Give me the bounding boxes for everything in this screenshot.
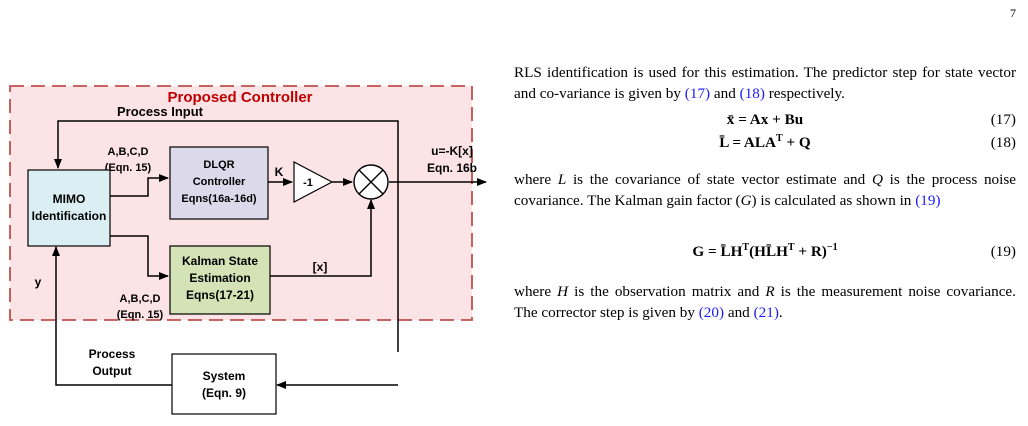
- abcd-bottom-eqn-label: (Eqn. 15): [117, 309, 164, 321]
- equation-19-number: (19): [990, 243, 1016, 260]
- identification-label: Identification: [32, 209, 107, 223]
- paragraph-covariance: where L is the covariance of state vecto…: [514, 169, 1016, 211]
- eq-ref-21[interactable]: (21): [753, 304, 779, 321]
- gain-block: [293, 161, 334, 203]
- kalman-estimation-block: [169, 245, 271, 315]
- equation-19: G = L̄HT(HL̄HT + R)−1 (19): [514, 241, 1016, 263]
- math-symbol: H: [557, 283, 569, 300]
- system-label: System: [203, 369, 246, 383]
- proposed-controller-title: Proposed Controller: [167, 89, 312, 106]
- state-estimate-wire: [270, 199, 375, 277]
- k-label: K: [275, 165, 284, 179]
- dlqr-controller-label: Controller: [193, 176, 246, 188]
- process-input-wire: [54, 120, 399, 352]
- equation-superscript: T: [742, 242, 750, 253]
- abcd-to-dlqr-wire: [110, 174, 169, 197]
- abcd-top-label: A,B,C,D: [108, 146, 149, 158]
- math-symbol: L: [557, 171, 567, 188]
- state-estimate-label: [x]: [313, 260, 328, 274]
- paragraph-text: is the measurement noise covariance. The…: [514, 283, 1016, 321]
- y-label: y: [35, 275, 42, 289]
- text-column: RLS identification is used for this esti…: [514, 62, 1016, 323]
- dlqr-label: DLQR: [203, 159, 234, 171]
- equation-text: + Q: [782, 134, 811, 151]
- process-output-label-2: Output: [92, 364, 131, 378]
- paragraph-text: RLS identification is used for this esti…: [514, 64, 1016, 102]
- summing-junction-cross: [358, 169, 384, 195]
- paragraph-text: .: [778, 304, 783, 321]
- paragraph-text: is the process noise covariance. The Kal…: [514, 171, 1016, 209]
- paragraph-text: where: [514, 283, 558, 300]
- paragraph-text: respectively.: [764, 85, 845, 102]
- control-law-eqn-label: Eqn. 16b: [427, 161, 477, 175]
- equation-18: L̄ = ALAT + Q (18): [514, 132, 1016, 154]
- eq-ref-19[interactable]: (19): [915, 192, 941, 209]
- mimo-label: MIMO: [53, 192, 86, 206]
- equation-text: (HL̄H: [749, 243, 788, 260]
- equation-superscript: T: [787, 242, 795, 253]
- paragraph-predictor: RLS identification is used for this esti…: [514, 62, 1016, 104]
- math-symbol: R: [765, 283, 775, 300]
- equation-superscript: −1: [826, 242, 838, 253]
- math-symbol: G: [740, 192, 752, 209]
- math-symbol: Q: [871, 171, 883, 188]
- mimo-identification-block: [27, 169, 111, 247]
- page-number: 7: [1010, 6, 1016, 20]
- controller-block-diagram: Proposed Controller Process Input A,B,C,…: [9, 85, 487, 415]
- abcd-bottom-label: A,B,C,D: [120, 293, 161, 305]
- equation-text: G = L̄H: [692, 243, 743, 260]
- dlqr-eqns-label: Eqns(16a-16d): [181, 193, 257, 205]
- equation-17: x̄ = Ax + Bu (17): [514, 109, 1016, 131]
- eq-ref-18[interactable]: (18): [739, 85, 765, 102]
- equation-19-body: G = L̄HT(HL̄HT + R)−1: [514, 241, 1016, 264]
- dlqr-controller-block: [169, 146, 269, 220]
- paragraph-observation: where H is the observation matrix and R …: [514, 281, 1016, 323]
- paragraph-text: and: [710, 85, 740, 102]
- control-law-label: u=-K[x]: [431, 144, 473, 158]
- process-input-label: Process Input: [117, 104, 204, 119]
- equation-18-number: (18): [990, 134, 1016, 151]
- abcd-to-kalman-wire: [110, 235, 169, 280]
- kalman-label: Kalman State: [182, 254, 258, 268]
- equation-18-body: L̄ = ALAT + Q: [514, 132, 1016, 155]
- paragraph-text: is the observation matrix and: [568, 283, 766, 300]
- paragraph-text: is the covariance of state vector estima…: [566, 171, 872, 188]
- process-output-wire: [52, 246, 172, 386]
- kalman-estimation-label: Estimation: [189, 271, 250, 285]
- system-block: [171, 353, 277, 415]
- equation-text: + R): [794, 243, 827, 260]
- equation-17-body: x̄ = Ax + Bu: [726, 111, 804, 128]
- eq-ref-17[interactable]: (17): [684, 85, 711, 102]
- paragraph-text: ) is calculated as shown in: [751, 192, 916, 209]
- paragraph-text: and: [724, 304, 754, 321]
- kalman-eqns-label: Eqns(17-21): [186, 288, 254, 302]
- equation-text: L̄ = ALA: [719, 134, 777, 151]
- paragraph-text: where: [514, 171, 558, 188]
- abcd-top-eqn-label: (Eqn. 15): [105, 162, 152, 174]
- eq-ref-20[interactable]: (20): [698, 304, 725, 321]
- equation-17-number: (17): [990, 111, 1016, 128]
- gain-label: -1: [303, 177, 313, 189]
- process-output-label: Process: [89, 347, 136, 361]
- equation-superscript: T: [776, 133, 783, 144]
- system-eqn-label: (Eqn. 9): [202, 386, 246, 400]
